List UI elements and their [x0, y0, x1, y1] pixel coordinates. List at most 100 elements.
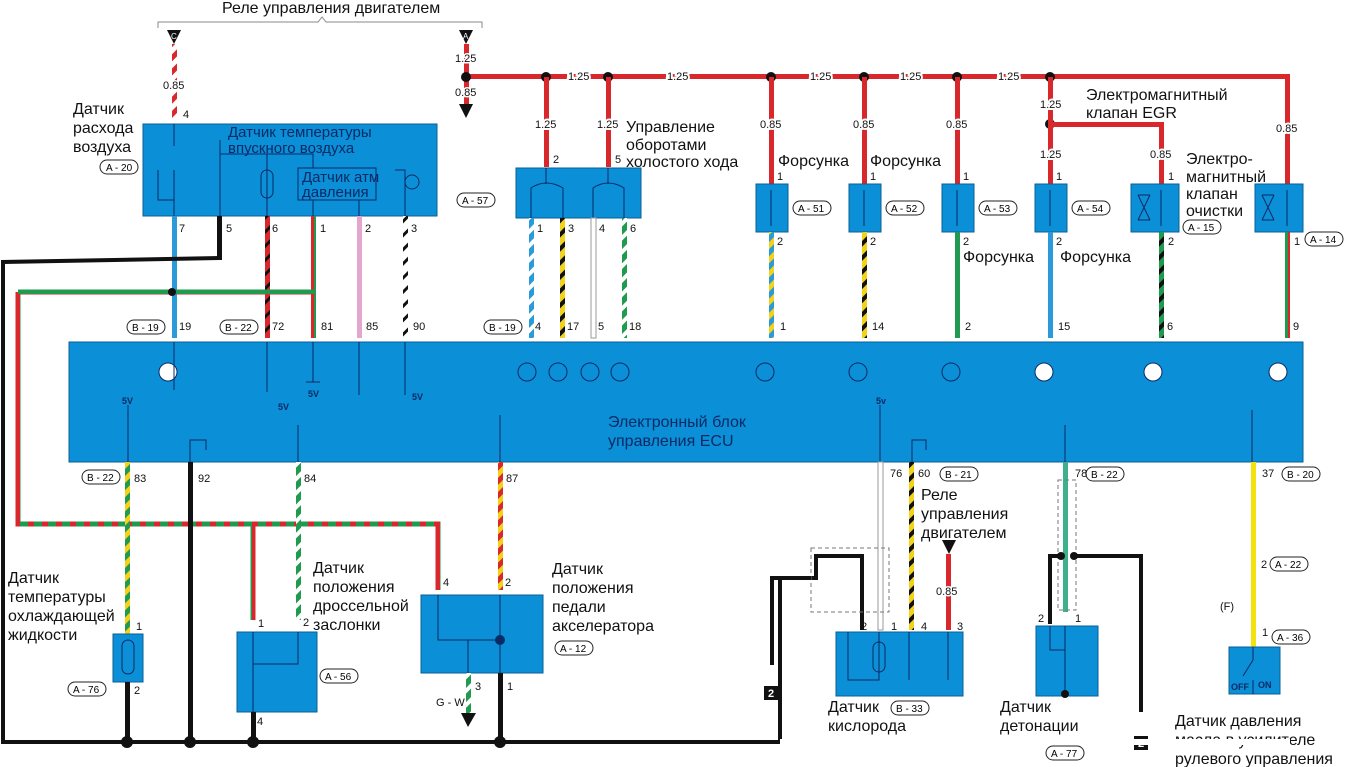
- svg-text:1.25: 1.25: [568, 71, 589, 83]
- svg-text:A - 12: A - 12: [560, 644, 587, 655]
- wire-psp-signal: [1251, 462, 1256, 647]
- svg-text:1: 1: [1262, 627, 1268, 639]
- svg-text:охлаждающей: охлаждающей: [8, 608, 115, 625]
- svg-text:9: 9: [1293, 321, 1299, 333]
- svg-text:G - W: G - W: [436, 697, 465, 709]
- ecu-connector-b21: B - 21: [939, 466, 979, 482]
- svg-text:4: 4: [443, 577, 449, 589]
- wire-iac-5: [606, 77, 611, 167]
- svg-text:A - 51: A - 51: [798, 204, 825, 215]
- wire-o2-ground: [778, 554, 864, 742]
- coolant-sensor: Датчик температуры охлаждающей жидкости …: [8, 570, 144, 742]
- svg-text:19: 19: [179, 321, 191, 333]
- knock-sensor: 2 1 Датчик детонации A - 77 2: [1000, 479, 1148, 761]
- svg-text:Форсунка: Форсунка: [778, 153, 849, 170]
- ecu-transistors: [127, 342, 1288, 462]
- svg-text:2: 2: [965, 321, 971, 333]
- svg-text:1: 1: [136, 621, 142, 633]
- ecu-connector-b22-knock: B - 22: [1085, 466, 1125, 482]
- svg-text:18: 18: [629, 321, 641, 333]
- ecu-connector-b20: B - 20: [1281, 466, 1321, 482]
- svg-text:4: 4: [599, 223, 605, 235]
- svg-text:60: 60: [918, 468, 930, 480]
- svg-text:5: 5: [615, 154, 621, 166]
- svg-text:5: 5: [598, 321, 604, 333]
- svg-text:давления: давления: [302, 184, 369, 201]
- svg-text:2: 2: [777, 236, 783, 248]
- svg-text:кислорода: кислорода: [828, 718, 906, 735]
- svg-text:Датчик: Датчик: [313, 560, 365, 577]
- wire-egr-power: [1159, 122, 1164, 184]
- svg-text:4: 4: [257, 716, 263, 728]
- svg-text:A - 54: A - 54: [1077, 204, 1104, 215]
- wire-iac-6: [622, 218, 627, 338]
- wire-iac-3: [560, 218, 565, 338]
- svg-text:5V: 5V: [412, 392, 423, 402]
- svg-text:B - 33: B - 33: [896, 704, 923, 715]
- wire-inj2-power: [862, 77, 867, 184]
- svg-text:1.25: 1.25: [998, 71, 1019, 83]
- svg-text:B - 22: B - 22: [225, 323, 252, 334]
- svg-text:1: 1: [1075, 613, 1081, 625]
- svg-text:A - 52: A - 52: [891, 204, 918, 215]
- wire-inj1-power: [769, 77, 774, 184]
- svg-text:6: 6: [1167, 321, 1173, 333]
- svg-text:1.25: 1.25: [1040, 149, 1061, 161]
- baro-sensor-box: [297, 167, 377, 201]
- wire-maf-power: [172, 44, 177, 118]
- svg-text:0.85: 0.85: [853, 119, 874, 131]
- wire-o2-heater: [909, 462, 914, 630]
- svg-text:жидкости: жидкости: [8, 627, 77, 644]
- wire-maf-2: [357, 216, 362, 338]
- svg-text:3: 3: [411, 223, 417, 235]
- svg-text:1.25: 1.25: [900, 71, 921, 83]
- ground-junctions: [121, 288, 506, 748]
- wire-maf-5: [217, 216, 222, 260]
- o2-sensor: Реле управления двигателем 0.85 2 1 4 3 …: [810, 487, 1008, 735]
- iac-label: Управление: [626, 119, 715, 136]
- svg-text:детонации: детонации: [1000, 718, 1079, 735]
- iac-box: [515, 167, 642, 219]
- svg-text:очистки: очистки: [1186, 203, 1243, 220]
- maf-sensor-box: [142, 123, 438, 217]
- maf-internal-circuit: [157, 124, 420, 216]
- svg-text:2: 2: [1038, 613, 1044, 625]
- svg-text:87: 87: [506, 473, 518, 485]
- wire-o2-shield: [770, 576, 811, 665]
- ecu-connector-b19: B - 19: [126, 319, 166, 335]
- wire-purge-power: [1285, 74, 1290, 184]
- svg-text:Электро-: Электро-: [1186, 151, 1253, 168]
- iac-pins: 2 5 1 3 4 6: [537, 154, 636, 235]
- wire-size-label: 0.85: [455, 87, 476, 99]
- title-engine-relay: Реле управления двигателем: [222, 0, 440, 17]
- wire-size-label: 0.85: [163, 80, 184, 92]
- svg-text:76: 76: [890, 468, 902, 480]
- injector-2: Форсунка A - 52 1 2: [848, 153, 941, 338]
- ecu-bottom-pins: 83 92 84 87 76 60 78 37: [134, 468, 1274, 485]
- svg-text:2: 2: [861, 621, 867, 633]
- svg-text:15: 15: [1058, 321, 1070, 333]
- svg-text:OFF: OFF: [1231, 682, 1249, 692]
- maf-connector-code: A - 20: [99, 159, 139, 175]
- svg-text:1: 1: [780, 321, 786, 333]
- wire-app-2: [498, 462, 503, 590]
- svg-text:5v: 5v: [876, 396, 886, 406]
- terminal-c-icon: [167, 30, 181, 44]
- svg-text:78: 78: [1075, 468, 1087, 480]
- ecu-box: [68, 341, 1304, 463]
- ground-badge-2: [764, 686, 778, 700]
- svg-text:5V: 5V: [308, 389, 319, 399]
- iac-connector-code: A - 57: [456, 192, 496, 208]
- wire-egr-branch: [1050, 122, 1162, 127]
- svg-text:акселератора: акселератора: [552, 618, 654, 635]
- bus-size-labels: 1.25 1.25 1.25 1.25 1.25: [566, 69, 1021, 85]
- svg-text:7: 7: [179, 223, 185, 235]
- svg-text:Датчик: Датчик: [552, 561, 604, 578]
- svg-text:5V: 5V: [278, 402, 289, 412]
- svg-text:84: 84: [304, 473, 316, 485]
- svg-text:A - 56: A - 56: [325, 672, 352, 683]
- ecu-connector-b22-top: B - 22: [219, 319, 259, 335]
- svg-text:Датчик: Датчик: [1000, 699, 1052, 716]
- svg-text:1: 1: [258, 618, 264, 630]
